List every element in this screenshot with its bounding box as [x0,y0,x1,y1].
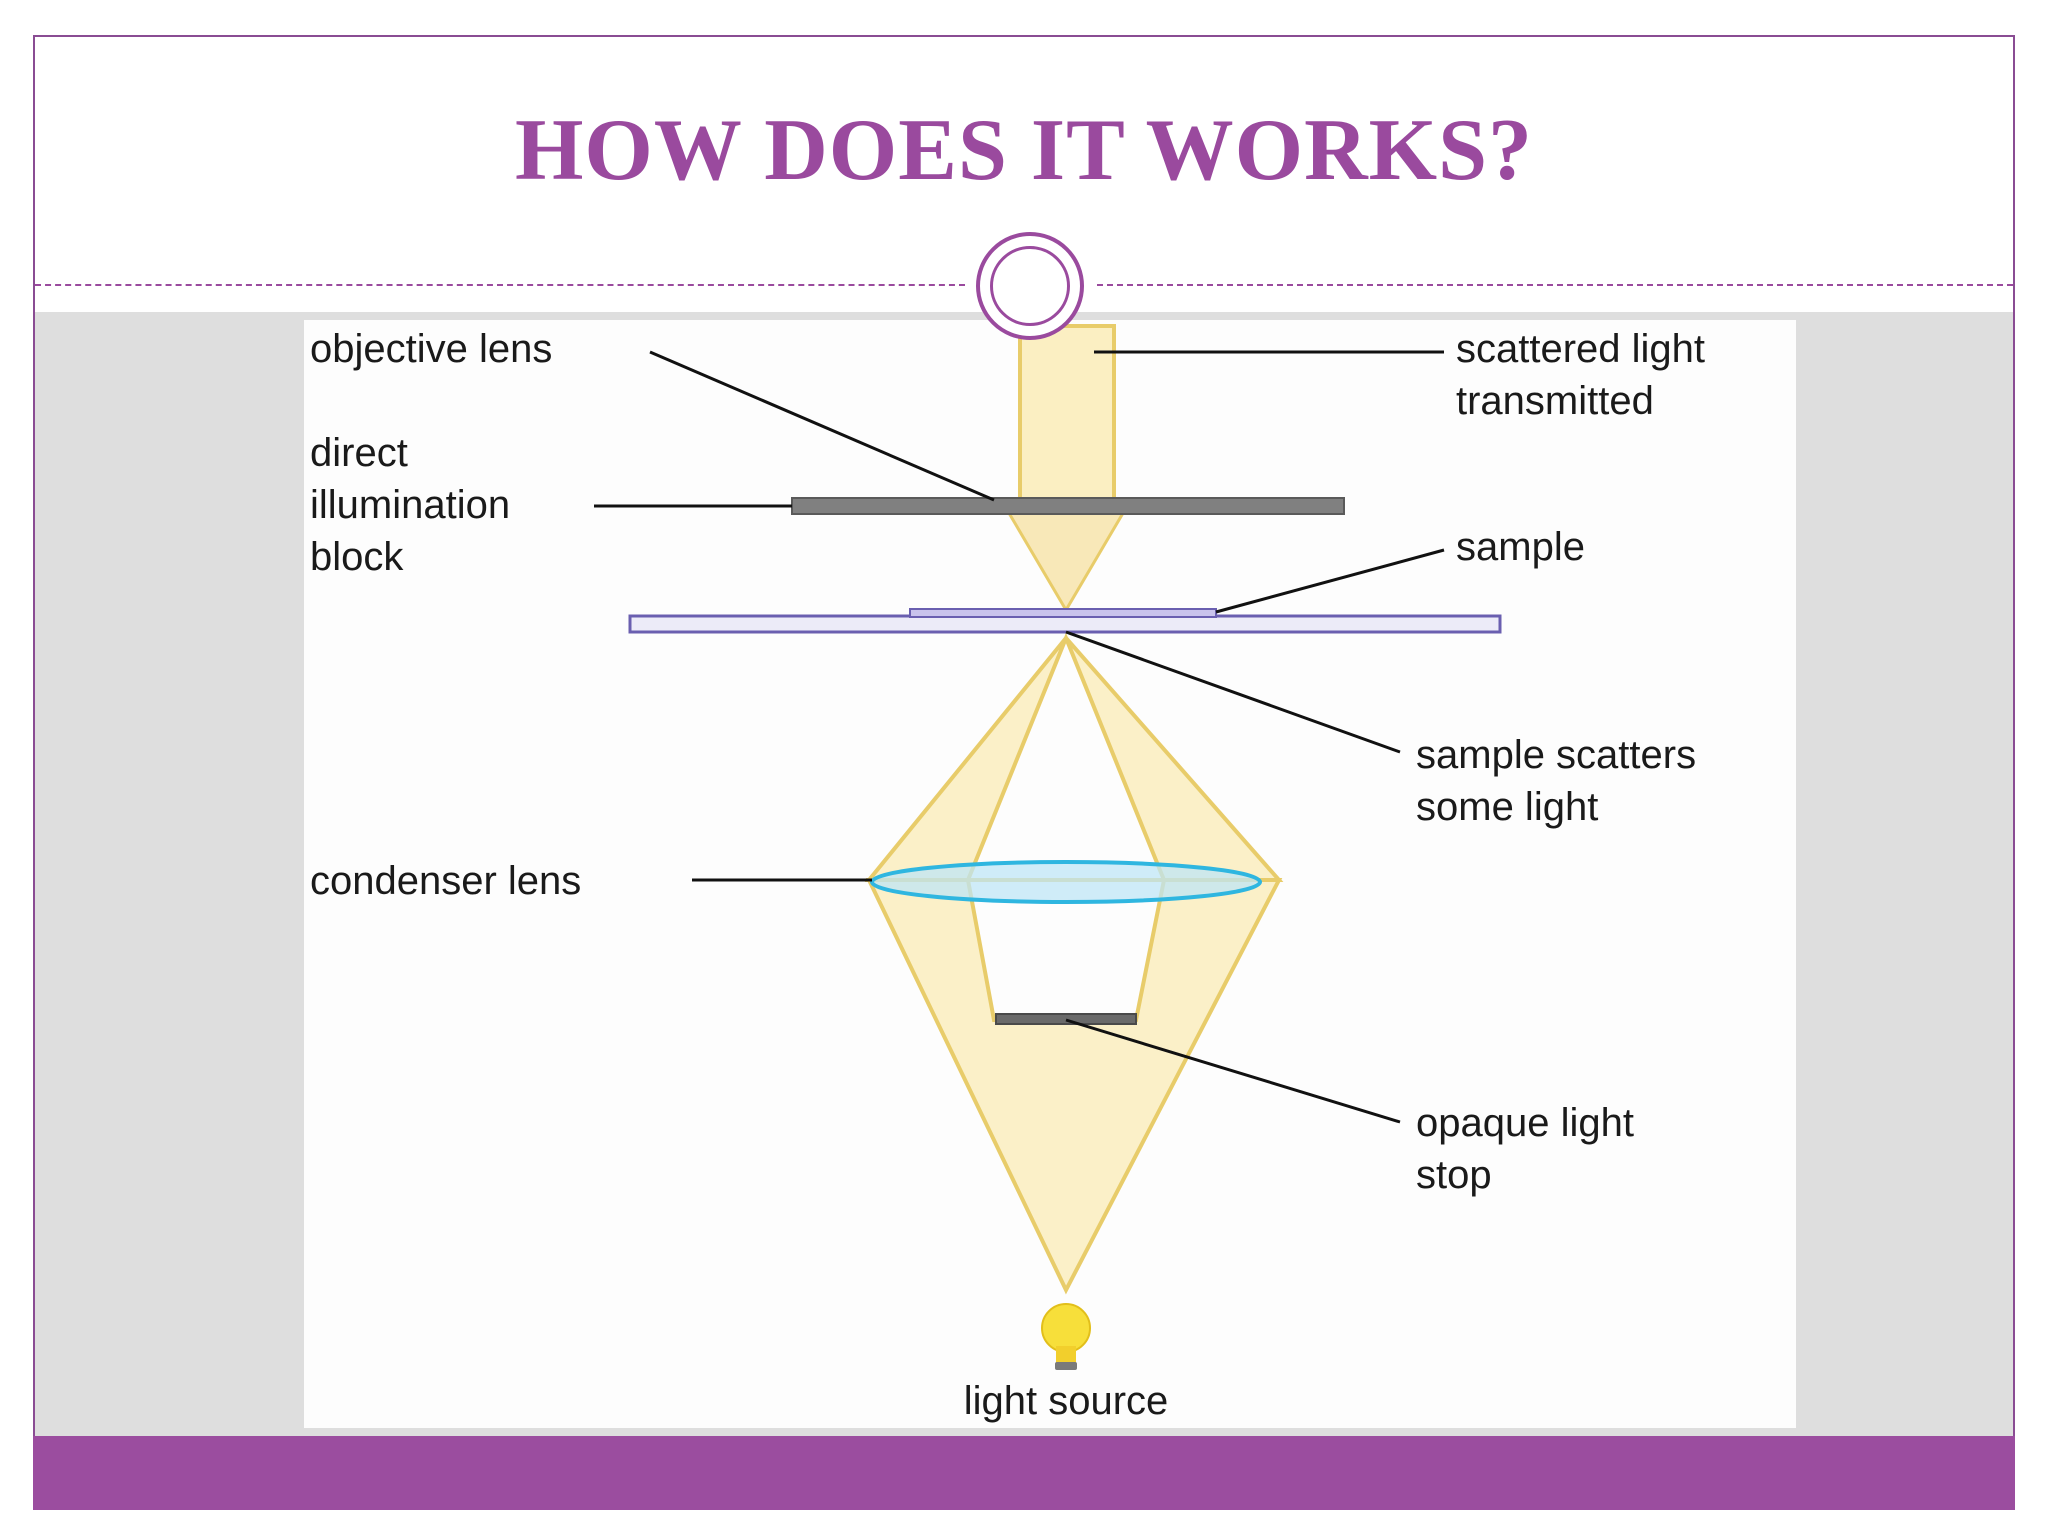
divider-ornament-circle [976,232,1084,340]
leader-opaque-light-stop [1065,1018,1401,1124]
leader-sample-scatters [1065,630,1401,754]
label-scattered-line-2: transmitted [1456,379,1654,423]
condenser-lens [870,860,1262,904]
sample [909,608,1217,618]
label-sample: sample [1456,525,1585,569]
label-direct-line-1: direct [310,431,408,475]
light-bulb-icon [1041,1303,1091,1370]
title-divider-right [1097,284,2013,286]
leader-objective-lens [649,350,995,502]
title-divider-left [35,284,965,286]
light-cone-upper-outer [864,632,1284,882]
label-sample-scatters-line-2: some light [1416,785,1598,829]
label-opaque-line-2: stop [1416,1153,1492,1197]
label-opaque-line-1: opaque light [1416,1101,1634,1145]
direct-illumination-block [791,497,1345,515]
label-direct-line-2: illumination [310,483,510,527]
footer-bar [33,1436,2015,1510]
scattered-light-cone [1003,506,1129,613]
dark-field-microscope-diagram: objective lens direct illumination block… [304,320,1796,1428]
slide-title: HOW DOES IT WORKS? [514,102,1534,199]
label-condenser-lens: condenser lens [310,859,581,903]
label-direct-line-3: block [310,535,404,579]
label-objective-lens: objective lens [310,327,552,371]
label-light-source: light source [964,1379,1169,1423]
label-sample-scatters-line-1: sample scatters [1416,733,1696,777]
leader-sample [1215,548,1445,614]
sample-slide [628,614,1502,634]
opaque-light-stop [995,1013,1137,1025]
scattered-light-beam [1018,324,1116,514]
diagram-svg: objective lens direct illumination block… [310,324,1705,1423]
label-scattered-line-1: scattered light [1456,327,1705,371]
